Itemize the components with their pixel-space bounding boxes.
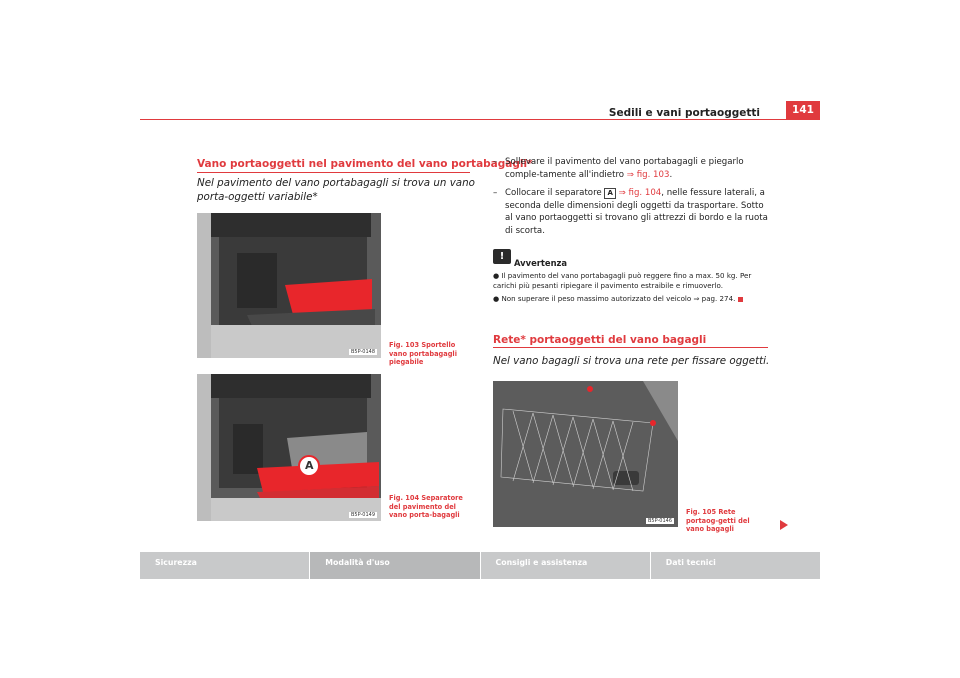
trunk-separator-illustration — [197, 374, 381, 521]
section-intro-floor-compartment: Nel pavimento del vano portabagagli si t… — [197, 177, 475, 203]
figure-105-image: B5P-0146 — [493, 381, 678, 527]
figure-code: B5P-0146 — [645, 518, 674, 524]
separator-marker-a: A — [604, 188, 616, 199]
section-title-cargo-net: Rete* portaoggetti del vano bagagli — [493, 334, 707, 346]
fig-103-link[interactable]: ⇒ fig. 103 — [626, 169, 670, 180]
section-intro-cargo-net: Nel vano bagagli si trova una rete per f… — [493, 355, 770, 367]
figure-104-image: A B5P-0149 — [197, 374, 381, 521]
page-header-title: Sedili e vani portaoggetti — [608, 107, 760, 119]
end-of-section-icon — [738, 296, 744, 302]
figure-105-caption: Fig. 105 Rete portaog-getti del vano bag… — [686, 508, 750, 533]
figure-code: B5P-0148 — [348, 349, 377, 355]
header-divider — [140, 119, 820, 120]
section-divider — [493, 347, 768, 348]
separator-label-a: A — [305, 459, 314, 472]
warning-title: Avvertenza — [514, 258, 568, 268]
warning-icon: ! — [493, 249, 511, 264]
trunk-open-illustration — [197, 213, 381, 358]
warning-item-2: ● Non superare il peso massimo autorizza… — [493, 294, 773, 304]
fig-104-link[interactable]: ⇒ fig. 104 — [618, 188, 662, 198]
cargo-net-illustration — [493, 381, 678, 527]
section-title-floor-compartment: Vano portaoggetti nel pavimento del vano… — [197, 158, 533, 170]
continue-arrow-icon — [780, 520, 788, 530]
page-number: 141 — [786, 101, 820, 119]
tab-dati-tecnici[interactable]: Dati tecnici — [650, 552, 820, 579]
step-1: – Sollevare il pavimento del vano portab… — [493, 157, 744, 180]
footer-navigation: Sicurezza Modalità d'uso Consigli e assi… — [140, 552, 820, 579]
tab-modalita-duso[interactable]: Modalità d'uso — [310, 552, 480, 579]
tab-consigli-e-assistenza[interactable]: Consigli e assistenza — [480, 552, 650, 579]
step-2: – Collocare il separatore A ⇒ fig. 104, … — [493, 188, 768, 236]
tab-sicurezza[interactable]: Sicurezza — [140, 552, 310, 579]
figure-103-caption: Fig. 103 Sportello vano portabagagli pie… — [389, 341, 457, 366]
step-1-text: Sollevare il pavimento del vano portabag… — [505, 157, 744, 180]
step-2-text-before: Collocare il separatore — [505, 188, 602, 198]
bullet-icon: ● — [493, 271, 502, 280]
bullet-icon: ● — [493, 294, 502, 303]
figure-104-caption: Fig. 104 Separatore del pavimento del va… — [389, 494, 463, 519]
warning-item-1: ● Il pavimento del vano portabagagli può… — [493, 271, 752, 290]
figure-code: B5P-0149 — [348, 512, 377, 518]
figure-103-image: B5P-0148 — [197, 213, 381, 358]
section-divider — [197, 172, 470, 173]
step-2-text: , nelle fessure laterali, a seconda dell… — [505, 188, 768, 236]
